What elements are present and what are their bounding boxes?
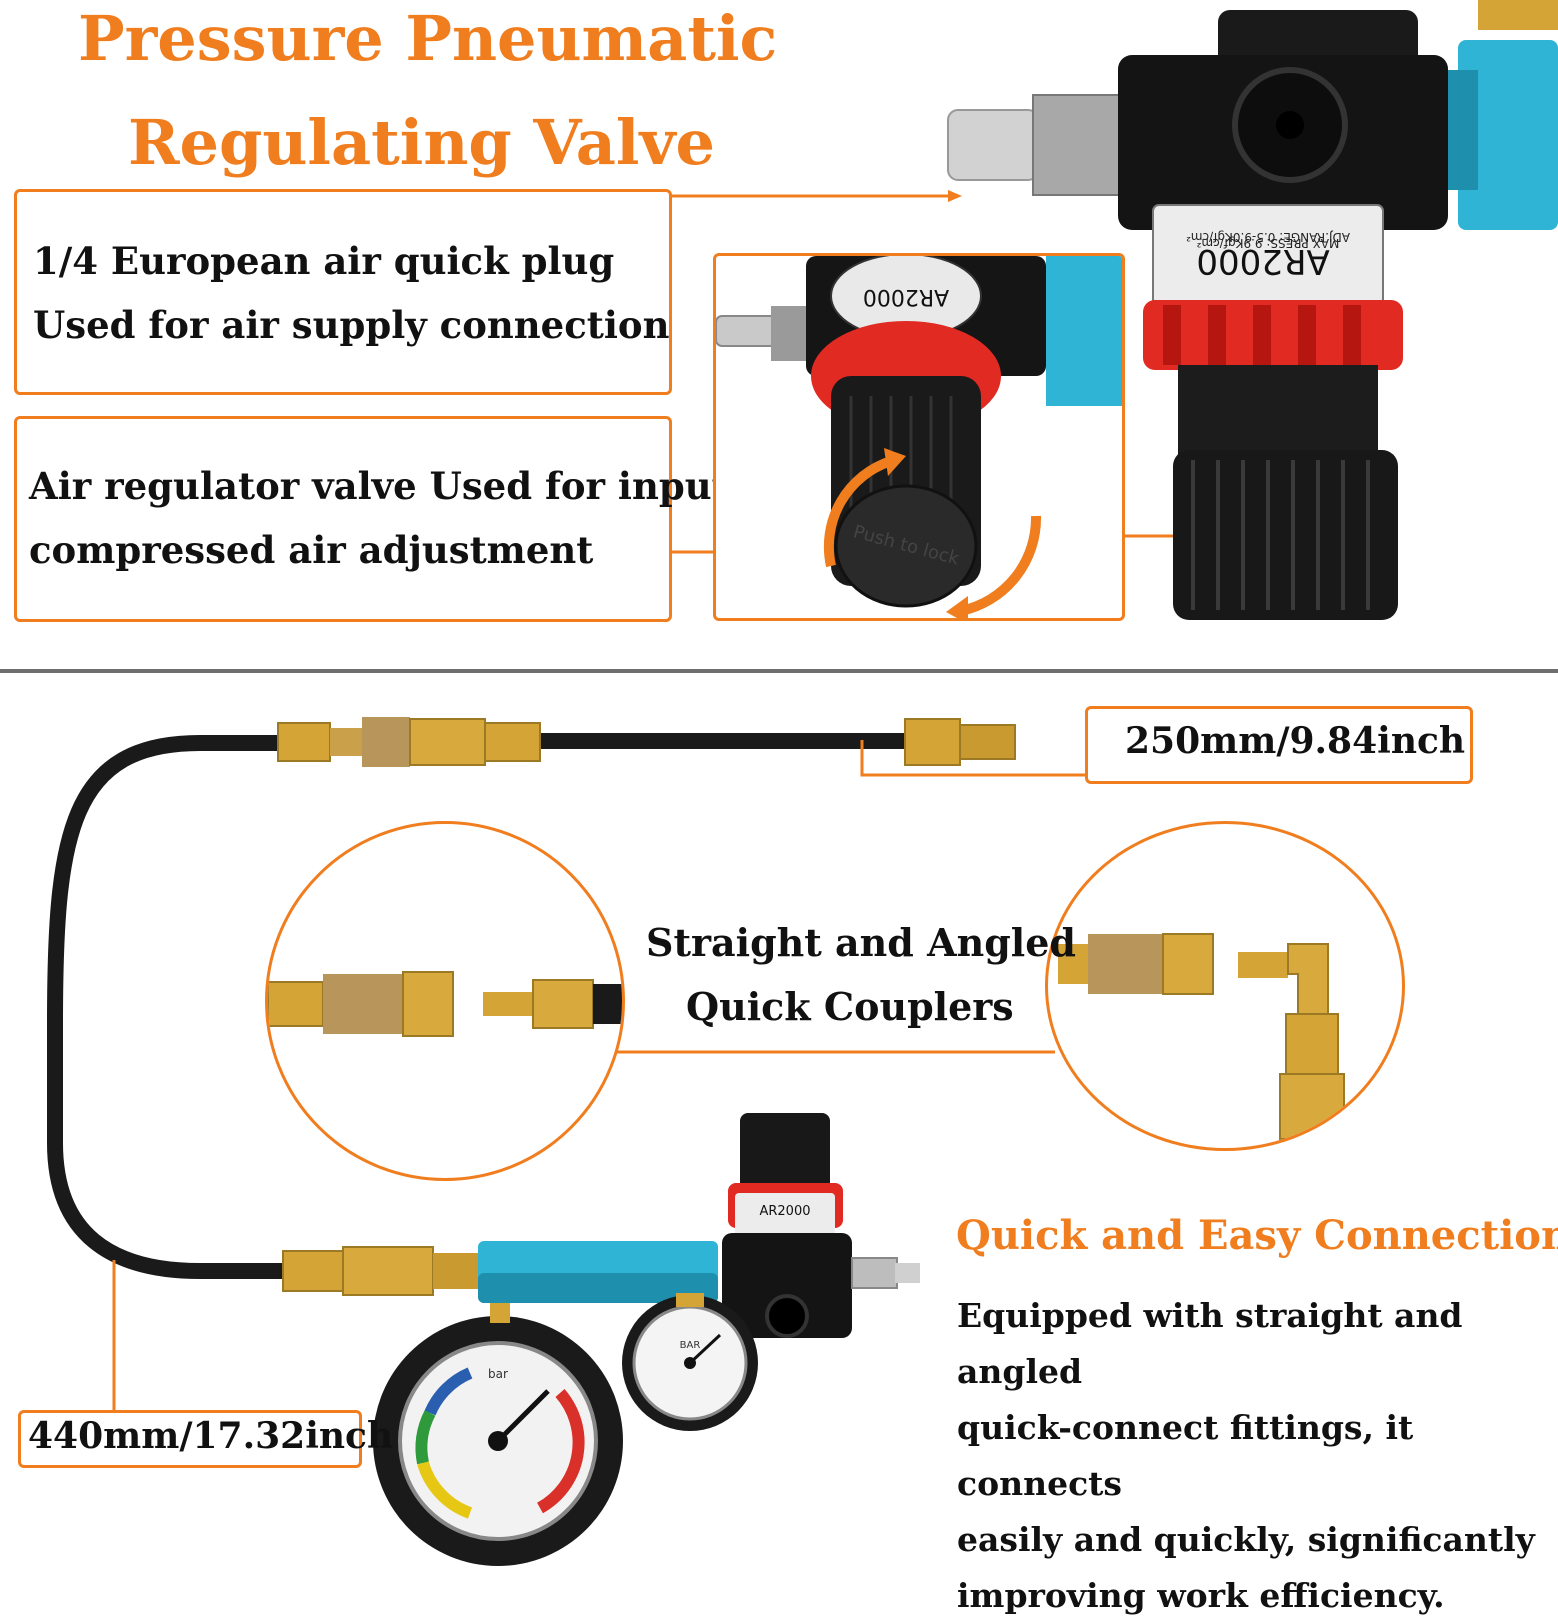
main-max-press-text: MAX PRESS: 9.9Kgf/cm² xyxy=(1196,236,1339,250)
closeup-model-text: AR2000 xyxy=(863,284,949,309)
feature-line-4: improving work efficiency. xyxy=(957,1576,1445,1615)
large-gauge-unit-text: bar xyxy=(488,1367,508,1381)
couplers-label-line-2: Quick Couplers xyxy=(686,984,1014,1029)
callout-plug-line-1: 1/4 European air quick plug xyxy=(33,239,615,283)
straight-coupler-illustration xyxy=(268,971,622,1037)
feature-paragraph: Equipped with straight and angled quick-… xyxy=(957,1288,1552,1624)
small-gauge-unit-text: BAR xyxy=(680,1340,701,1351)
callout-box-regulator xyxy=(14,416,672,622)
title-line-2: Regulating Valve xyxy=(128,106,715,179)
callout-box-plug xyxy=(14,189,672,395)
short-hose-connector xyxy=(860,740,1086,777)
feature-line-2: quick-connect fittings, it connects xyxy=(957,1408,1414,1503)
angled-coupler-illustration xyxy=(1058,933,1345,1140)
hose-illustration: AR2000 bar BAR xyxy=(47,717,1016,1566)
short-hose-length-box xyxy=(1085,706,1473,784)
section-divider xyxy=(0,669,1558,673)
long-hose-length-label: 440mm/17.32inch xyxy=(28,1415,394,1457)
angled-coupler-circle xyxy=(1045,821,1405,1151)
straight-coupler-circle xyxy=(265,821,625,1181)
regulator-main-illustration: MAX PRESS: 9.9Kgf/cm² ADJ.RANGE: 0.5-9.0… xyxy=(947,0,1558,620)
feature-line-3: easily and quickly, significantly xyxy=(957,1520,1535,1559)
regulator-closeup-box: AR2000 Push to lock xyxy=(713,253,1125,621)
callout-regulator-line-2: compressed air adjustment xyxy=(29,528,594,572)
callout-regulator-line-1: Air regulator valve Used for input xyxy=(29,464,729,508)
main-model-text: AR2000 xyxy=(1196,241,1329,281)
small-regulator-model-text: AR2000 xyxy=(759,1204,810,1219)
callout-plug-line-2: Used for air supply connection xyxy=(33,303,670,347)
coupler-connector-line xyxy=(615,1050,1055,1054)
feature-heading: Quick and Easy Connections xyxy=(956,1212,1558,1259)
regulator-closeup-illustration: AR2000 Push to lock xyxy=(716,256,1122,618)
feature-line-1: Equipped with straight and angled xyxy=(957,1296,1463,1391)
main-adj-range-text: ADJ.RANGE: 0.5-9.0Kgf/cm² xyxy=(1186,230,1350,244)
title-line-1: Pressure Pneumatic xyxy=(78,2,778,75)
long-hose-connector xyxy=(112,1260,116,1410)
couplers-label-line-1: Straight and Angled xyxy=(646,920,1076,965)
short-hose-length-label: 250mm/9.84inch xyxy=(1125,720,1466,762)
long-hose-length-box xyxy=(18,1410,362,1468)
